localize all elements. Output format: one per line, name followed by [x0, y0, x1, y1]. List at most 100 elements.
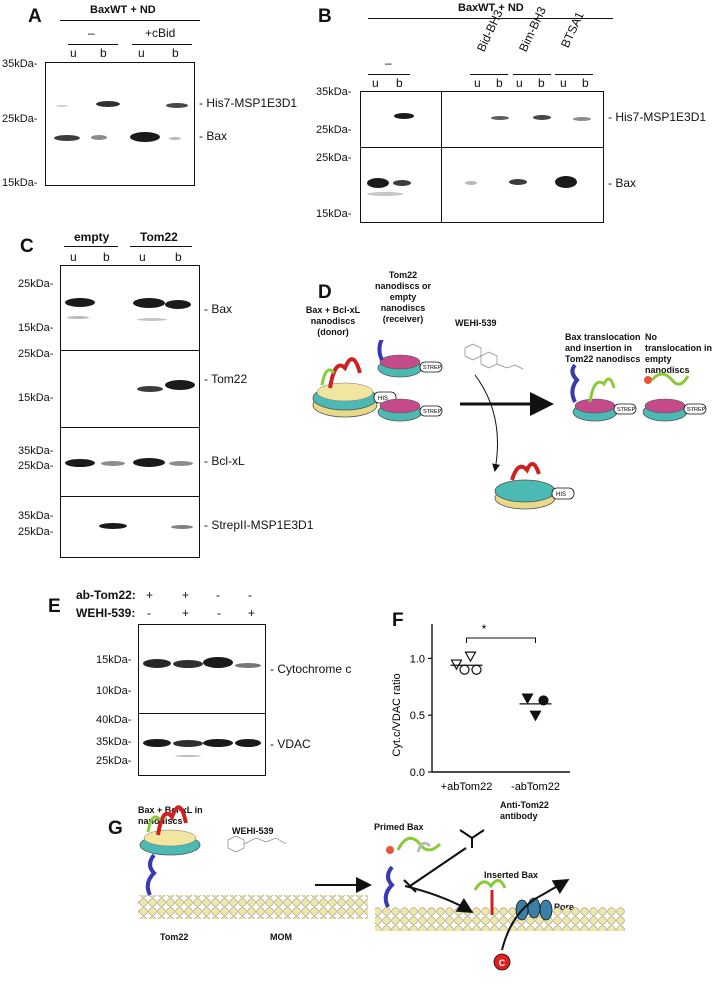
panel-e-marker-25: 25kDa- — [96, 755, 132, 767]
panel-c-marker-3a: 35kDa- — [18, 445, 54, 457]
panel-c-blot — [60, 265, 200, 558]
g-wehi-539-structure — [227, 835, 287, 853]
panel-a-band-his: - His7-MSP1E3D1 — [199, 96, 298, 110]
g-membrane-right — [375, 907, 625, 931]
g-tom22-right — [383, 865, 395, 908]
panel-c-lane-1: u — [70, 250, 77, 264]
chart-y-tick-label: 0.0 — [410, 767, 425, 779]
chart-x-tick-label: -abTom22 — [511, 781, 560, 793]
panel-c-lane-4: b — [175, 250, 182, 264]
panel-b-marker-top-25: 25kDa- — [316, 124, 352, 136]
panel-d-receiver-label: Tom22 nanodiscs or empty nanodiscs (rece… — [374, 270, 431, 324]
panel-label-c: C — [20, 236, 34, 257]
panel-b-marker-bottom-25: 25kDa- — [316, 152, 352, 164]
panel-c-marker-3b: 25kDa- — [18, 460, 54, 472]
g-cytochrome-c — [493, 953, 511, 971]
panel-g-schematic: C — [138, 805, 625, 971]
panel-a-lane-1: u — [70, 46, 77, 60]
panel-e-row2-4: + — [248, 606, 256, 620]
panel-c-marker-4b: 25kDa- — [18, 526, 54, 538]
panel-g-drug-label: WEHI-539 — [232, 826, 274, 836]
panel-label-f: F — [392, 610, 404, 631]
panel-g-mom-label: MOM — [270, 932, 292, 942]
panel-d-schematic: HIS + STREP STREP HIS STREP — [312, 340, 707, 510]
panel-a-lane-3: u — [138, 46, 145, 60]
panel-a-marker-35: 35kDa- — [2, 58, 38, 70]
panel-d-donor-label: Bax + Bcl-xL nanodiscs (donor) — [305, 305, 361, 337]
panel-g-primed-label: Primed Bax — [374, 822, 424, 832]
panel-c-marker-2a: 25kDa- — [18, 348, 54, 360]
panel-a-lane-4: b — [172, 46, 179, 60]
g-inserted-bax — [473, 879, 507, 915]
panel-b-group-4: BTSA1 — [558, 9, 587, 50]
panel-g-inserted-label: Inserted Bax — [484, 870, 539, 880]
panel-b-blot — [360, 91, 604, 223]
panel-b-lane-4: b — [496, 76, 503, 90]
panel-e-marker-10: 10kDa- — [96, 685, 132, 697]
panel-label-a: A — [28, 6, 42, 27]
panel-c-band-bclxl: - Bcl-xL — [204, 454, 245, 468]
panel-c-group-1: empty — [74, 230, 110, 244]
panel-e-row1-1: + — [146, 588, 154, 602]
panel-e-band-vdac: - VDAC — [270, 737, 311, 751]
panel-b-lane-6: b — [538, 76, 545, 90]
panel-d-strep-label-3: STREP — [617, 407, 636, 413]
g-cytochrome-c-label: C — [499, 958, 506, 968]
panel-c-group-2: Tom22 — [140, 230, 178, 244]
panel-b-band-his: - His7-MSP1E3D1 — [608, 110, 707, 124]
panel-g-tom22-label: Tom22 — [160, 932, 189, 942]
panel-b-band-bax: - Bax — [608, 176, 637, 190]
panel-a-group-2: +cBid — [145, 26, 176, 40]
g-donor-nanodisc — [139, 805, 201, 856]
g-tom22-left — [145, 853, 157, 896]
panel-label-b: B — [318, 6, 332, 27]
data-point — [529, 710, 542, 722]
panel-e-blot — [138, 624, 266, 776]
data-point — [450, 659, 463, 671]
data-point — [464, 651, 477, 663]
panel-a-header: BaxWT + ND — [90, 4, 156, 16]
result-tom22-nanodisc — [570, 363, 637, 422]
panel-c-band-strep: - StrepII-MSP1E3D1 — [204, 518, 314, 532]
g-pore — [515, 897, 553, 921]
significance-star: * — [482, 622, 487, 636]
panel-b-lane-5: u — [516, 76, 523, 90]
panel-e-row2-3: - — [217, 606, 221, 620]
panel-e-row1-3: - — [216, 588, 220, 602]
panel-d-strep-label-2: STREP — [423, 409, 442, 415]
g-anti-tom22-antibody — [459, 829, 485, 848]
panel-e-row1-4: - — [248, 588, 252, 602]
panel-e-row2-1: - — [147, 606, 151, 620]
data-point — [471, 664, 482, 675]
panel-b-group-2: Bid-BH3 — [474, 7, 506, 54]
tom22-nanodisc — [377, 340, 443, 378]
chart-y-label: Cyt.c/VDAC ratio — [391, 673, 403, 756]
panel-b-lane-1: u — [372, 76, 379, 90]
panel-b-marker-bottom-15: 15kDa- — [316, 208, 352, 220]
panel-e-row1-2: + — [182, 588, 190, 602]
panel-f-chart: Cyt.c/VDAC ratio * 0.0 0.5 1.0 +abTom22 -abT… — [391, 622, 570, 793]
panel-d-result2-label: No translocation in empty nanodiscs — [645, 332, 713, 375]
panel-a-marker-25: 25kDa- — [2, 113, 38, 125]
chart-y-tick-label: 1.0 — [410, 653, 425, 665]
panel-c-lane-3: u — [139, 250, 146, 264]
panel-b-lane-8: b — [582, 76, 589, 90]
panel-c-marker-1b: 15kDa- — [18, 322, 54, 334]
panel-a-group-1: – — [88, 26, 95, 40]
panel-d-strep-label-1: STREP — [423, 365, 442, 371]
chart-x-tick-label: +abTom22 — [441, 781, 493, 793]
chart-y-tick-label: 0.5 — [410, 710, 425, 722]
panel-b-marker-top-35: 35kDa- — [316, 86, 352, 98]
panel-d-drug-label: WEHI-539 — [455, 318, 497, 328]
panel-c-band-bax: - Bax — [204, 302, 233, 316]
panel-c-marker-2b: 15kDa- — [18, 392, 54, 404]
panel-a-lane-2: b — [100, 46, 107, 60]
data-point — [538, 695, 549, 706]
donor-nanodisc — [312, 357, 397, 418]
panel-e-row1-label: ab-Tom22: — [76, 588, 136, 602]
panel-label-d: D — [318, 282, 332, 303]
panel-a-marker-15: 15kDa- — [2, 177, 38, 189]
panel-label-g: G — [108, 818, 123, 839]
panel-label-e: E — [48, 596, 61, 617]
panel-g-antibody-label: Anti-Tom22 antibody — [500, 800, 549, 821]
